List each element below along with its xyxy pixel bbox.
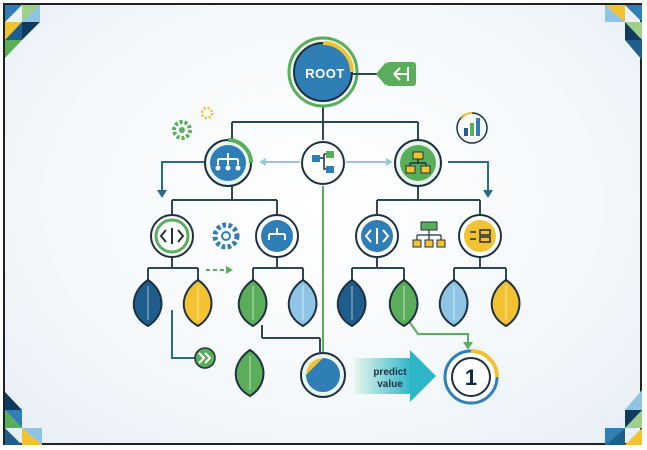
- corner-decoration-bottom-right: [605, 390, 642, 445]
- decision-node-left-left: [150, 214, 194, 258]
- fast-forward-icon: [194, 347, 216, 369]
- prediction-path: [322, 186, 469, 352]
- leaf-highlights: [147, 286, 507, 390]
- gear-icon: [172, 120, 192, 140]
- predict-label-line2: value: [377, 379, 403, 390]
- arrow-heads: [157, 158, 493, 350]
- small-gear-icon: [200, 106, 214, 120]
- predict-label-line1: predict: [373, 367, 407, 378]
- decision-node-left-right: [255, 214, 299, 258]
- corner-decoration-bottom-left: [5, 392, 42, 445]
- branch-arrows: [161, 161, 489, 359]
- decision-node-right: [394, 139, 442, 187]
- corner-decoration-top-left: [5, 5, 40, 58]
- predict-value-arrow: [354, 350, 436, 402]
- gear-icon-middle: [212, 222, 240, 250]
- decision-node-right-right: [458, 214, 502, 258]
- final-leaf-node: [300, 352, 346, 398]
- result-value: 1: [464, 365, 478, 390]
- decision-node-center: [301, 141, 345, 185]
- root-node: [287, 36, 359, 108]
- bar-chart-refresh-icon: [456, 111, 488, 144]
- result-node: [437, 343, 505, 411]
- root-node-label: ROOT: [305, 66, 345, 81]
- corner-decoration-top-right: [605, 5, 642, 60]
- decision-node-right-left: [355, 214, 399, 258]
- decision-node-left: [204, 138, 253, 187]
- hierarchy-icon: [412, 221, 446, 248]
- input-arrow-icon: [352, 62, 416, 86]
